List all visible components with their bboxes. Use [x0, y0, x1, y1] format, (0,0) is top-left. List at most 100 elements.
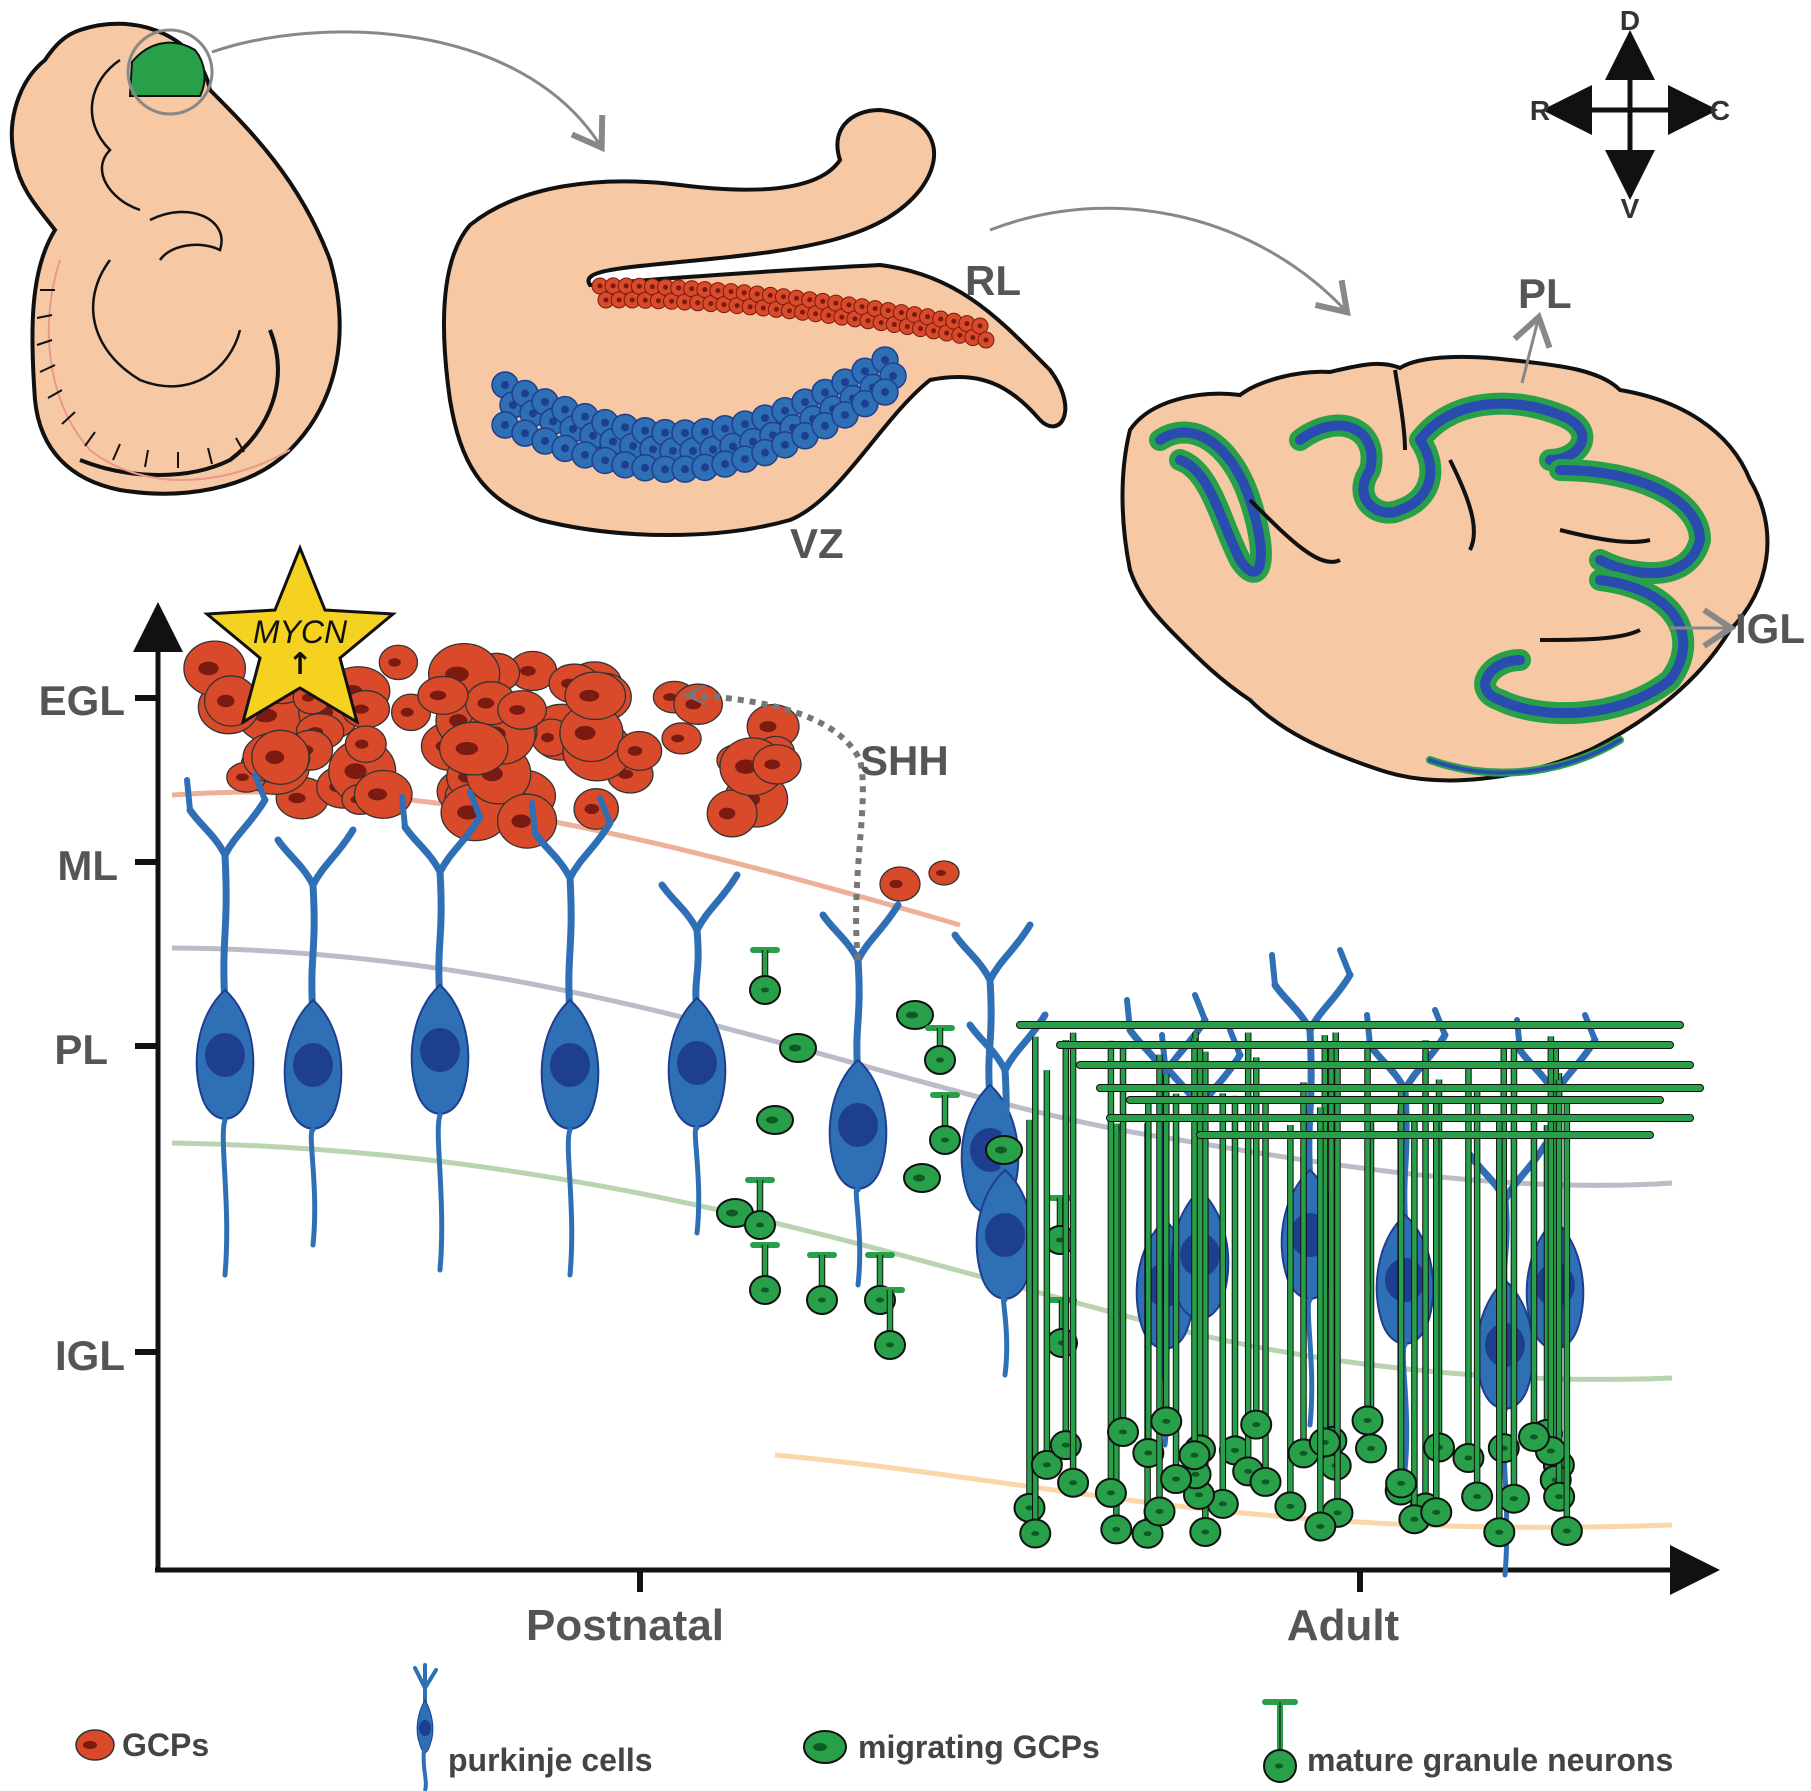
- gcp-cell: [564, 671, 627, 721]
- gcp-cell: [496, 793, 558, 849]
- x-label-postnatal: Postnatal: [526, 1601, 724, 1650]
- granule-neuron: [1206, 1093, 1239, 1519]
- gcp-cell: [706, 789, 758, 838]
- granule-neuron: [1100, 1123, 1133, 1545]
- granule-neuron: [1249, 1099, 1282, 1497]
- granule-neuron: [1094, 1040, 1127, 1508]
- migrating-gcp: [985, 1135, 1023, 1165]
- vz-cell: [831, 401, 859, 429]
- mycn-star-icon: [203, 543, 397, 726]
- granule-neuron: [1274, 1125, 1307, 1522]
- shh-signal-arrow: [689, 692, 866, 961]
- gcp-cell: [417, 675, 469, 715]
- rl-cell: [945, 312, 963, 330]
- granule-neuron: [1517, 1099, 1550, 1453]
- rl-cell: [833, 308, 851, 326]
- ml-pl-boundary: [171, 945, 1673, 1188]
- y-label-egl: EGL: [39, 677, 125, 724]
- compass-ventral: V: [1621, 193, 1640, 224]
- legend-item-migrating: migrating GCPs: [803, 1729, 1100, 1765]
- rl-cell: [657, 278, 675, 296]
- embryo-illustration: [9, 21, 342, 496]
- y-label-ml: ML: [57, 842, 118, 889]
- purkinje-cell: [184, 772, 269, 1278]
- legend-label-granule: mature granule neurons: [1307, 1742, 1673, 1778]
- granule-neuron: [749, 1242, 781, 1305]
- gcp-cell: [251, 729, 310, 785]
- layer-boundaries: [171, 789, 1673, 1530]
- pl-pointer-arrow: [1512, 311, 1553, 384]
- granule-neuron: [1398, 1120, 1431, 1535]
- compass-rostral: R: [1530, 95, 1550, 126]
- rl-cell: [676, 293, 694, 311]
- migrating-gcp: [756, 1105, 794, 1135]
- rl-cell: [630, 277, 648, 295]
- migrating-gcp-layer: [716, 1000, 1023, 1228]
- legend-label-purkinje: purkinje cells: [448, 1742, 653, 1778]
- rl-cell: [905, 306, 923, 324]
- granule-neuron: [874, 1287, 906, 1360]
- legend: GCPs purkinje cells migrating GCPs: [75, 1663, 1673, 1791]
- legend-label-migrating: migrating GCPs: [858, 1729, 1100, 1765]
- granule-neuron: [1160, 1093, 1193, 1495]
- granule-neuron: [924, 1025, 956, 1075]
- granule-neuron: [1354, 1118, 1387, 1464]
- granule-neuron: [1132, 1103, 1165, 1468]
- granule-neuron: [1385, 1091, 1418, 1499]
- legend-label-gcps: GCPs: [122, 1727, 209, 1763]
- vz-cell: [871, 378, 899, 406]
- mycn-up-arrow: ↑: [287, 647, 312, 682]
- legend-item-gcps: GCPs: [75, 1727, 209, 1763]
- gcp-cell: [344, 725, 387, 763]
- rl-cell: [971, 317, 989, 335]
- gcp-cell: [746, 703, 800, 750]
- adult-cerebellum-illustration: [1120, 354, 1770, 783]
- granule-neuron: [1287, 1082, 1320, 1469]
- purkinje-icon: [413, 1663, 438, 1791]
- rl-cell: [794, 303, 812, 321]
- rl-cell: [919, 308, 937, 326]
- hindbrain-illustration: RL VZ: [442, 107, 1068, 567]
- mature-granule-layer: [744, 947, 1704, 1549]
- orientation-compass: D V R C: [1530, 5, 1730, 224]
- granule-neuron: [1483, 1118, 1516, 1548]
- granule-neuron-icon: [1262, 1699, 1298, 1783]
- mycn-gene-label: MYCN: [253, 614, 348, 650]
- granule-neuron: [1178, 1038, 1211, 1471]
- migrating-gcp: [903, 1163, 941, 1193]
- granule-neuron: [1461, 1089, 1494, 1512]
- granule-neuron: [744, 1177, 776, 1240]
- vz-cell: [611, 451, 639, 479]
- arrow-embryo-to-hindbrain: [211, 30, 606, 153]
- rl-cell: [754, 299, 772, 317]
- gcp-cell: [616, 730, 663, 771]
- gcp-cell: [378, 644, 419, 681]
- purkinje-cell: [966, 1011, 1049, 1378]
- igl-anatomy-label: IGL: [1735, 605, 1805, 652]
- granule-neuron: [749, 947, 781, 1005]
- granule-neuron: [1304, 1107, 1337, 1542]
- pl-anatomy-label: PL: [1518, 270, 1572, 317]
- schematic-axes: [133, 602, 1720, 1595]
- migrating-gcp-icon: [803, 1730, 847, 1764]
- granule-neuron: [1057, 1032, 1090, 1498]
- migrating-gcp: [896, 1000, 934, 1030]
- granule-neuron: [1550, 1102, 1583, 1546]
- rl-cell: [689, 294, 707, 312]
- purkinje-cell: [819, 901, 902, 1288]
- granule-neuron: [1019, 1036, 1052, 1549]
- gcp-cell: [661, 722, 702, 755]
- granule-neuron: [1046, 1297, 1078, 1358]
- legend-item-purkinje: purkinje cells: [413, 1663, 653, 1791]
- gcp-cell: [438, 721, 509, 776]
- vz-cell: [851, 389, 879, 418]
- purkinje-cell: [658, 871, 741, 1236]
- gcp-cell: [497, 689, 547, 730]
- arrow-hindbrain-to-cerebellum: [989, 206, 1351, 317]
- vz-label: VZ: [790, 520, 844, 567]
- rl-cell: [977, 331, 995, 349]
- rl-cell: [696, 281, 714, 299]
- granule-neuron: [806, 1252, 838, 1315]
- granule-neuron: [1030, 1070, 1063, 1480]
- granule-neuron: [1420, 1098, 1453, 1528]
